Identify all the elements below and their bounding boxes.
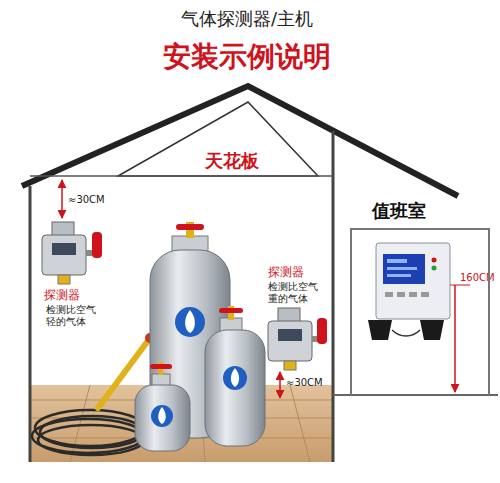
detector-label: 探测器	[44, 288, 80, 302]
room-heading: 值班室	[372, 200, 426, 222]
duty-room: 值班室	[350, 228, 490, 395]
detector-left	[42, 222, 102, 284]
ground-line	[333, 394, 498, 396]
right-wall	[332, 131, 335, 462]
subtitle: 安装示例说明	[0, 40, 497, 74]
gas-cylinder-small	[135, 362, 190, 451]
dimension-label: ≈30CM	[68, 194, 105, 206]
ceiling-label: 天花板	[205, 150, 259, 172]
floor	[30, 385, 333, 462]
detector-right	[268, 308, 327, 370]
gas-cylinder-medium	[205, 306, 265, 446]
ceiling-line	[30, 175, 333, 177]
detector-note: 检测比空气轻的气体	[46, 304, 98, 328]
roof	[22, 86, 458, 196]
gas-hose	[32, 410, 145, 455]
detector-label: 探测器	[268, 265, 304, 279]
left-wall	[29, 186, 32, 462]
ceiling-gable	[118, 102, 318, 176]
dimension-arrow	[454, 285, 456, 392]
title: 气体探测器/主机	[0, 8, 497, 30]
dimension-arrow	[61, 180, 63, 218]
detector-note: 检测比空气重的气体	[268, 281, 320, 305]
controller-host	[368, 243, 450, 340]
dimension-label: ≈30CM	[286, 377, 323, 389]
floor-planks	[30, 385, 333, 462]
dimension-arrow	[279, 372, 281, 398]
